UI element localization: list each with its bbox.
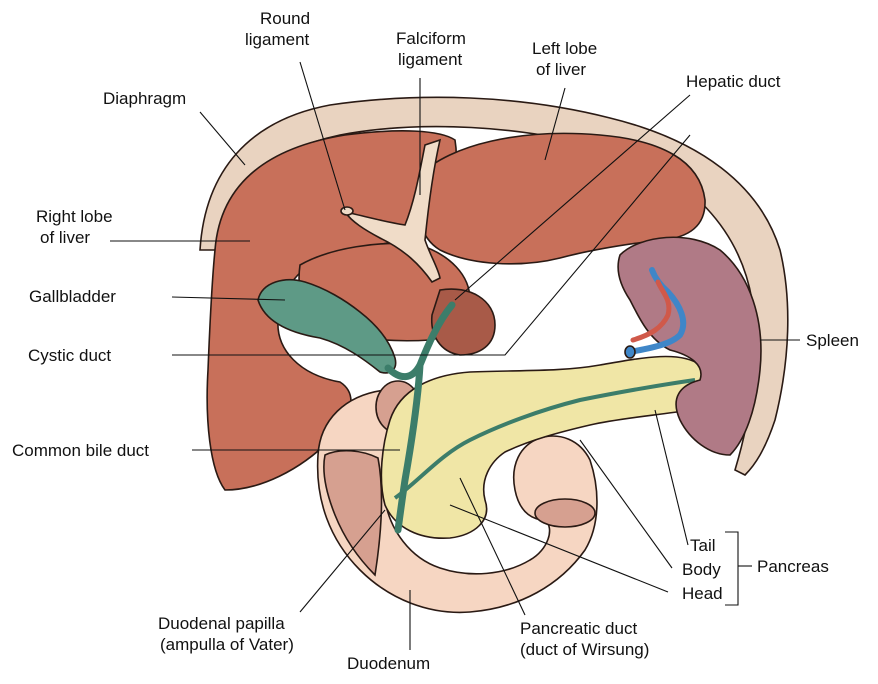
label-pancreatic-duct: Pancreatic duct(duct of Wirsung): [520, 619, 649, 659]
round-ligament-stub: [341, 207, 353, 215]
pancreas-bracket: [725, 532, 738, 605]
label-head: Head: [682, 584, 723, 603]
label-diaphragm: Diaphragm: [103, 89, 186, 108]
duodenum-cut-end-lower: [535, 499, 595, 527]
label-body: Body: [682, 560, 721, 579]
label-common-bile-duct: Common bile duct: [12, 441, 149, 460]
label-pancreas: Pancreas: [757, 557, 829, 576]
leader-tail: [655, 410, 688, 545]
label-spleen: Spleen: [806, 331, 859, 350]
label-duodenal-papilla: Duodenal papilla(ampulla of Vater): [158, 614, 294, 654]
leader-diaphragm: [200, 112, 245, 165]
spleen-shape: [618, 237, 761, 455]
vessel-cut-end-vein: [625, 346, 635, 358]
label-tail: Tail: [690, 536, 716, 555]
label-cystic-duct: Cystic duct: [28, 346, 111, 365]
label-gallbladder: Gallbladder: [29, 287, 116, 306]
label-hepatic-duct: Hepatic duct: [686, 72, 781, 91]
label-duodenum: Duodenum: [347, 654, 430, 673]
